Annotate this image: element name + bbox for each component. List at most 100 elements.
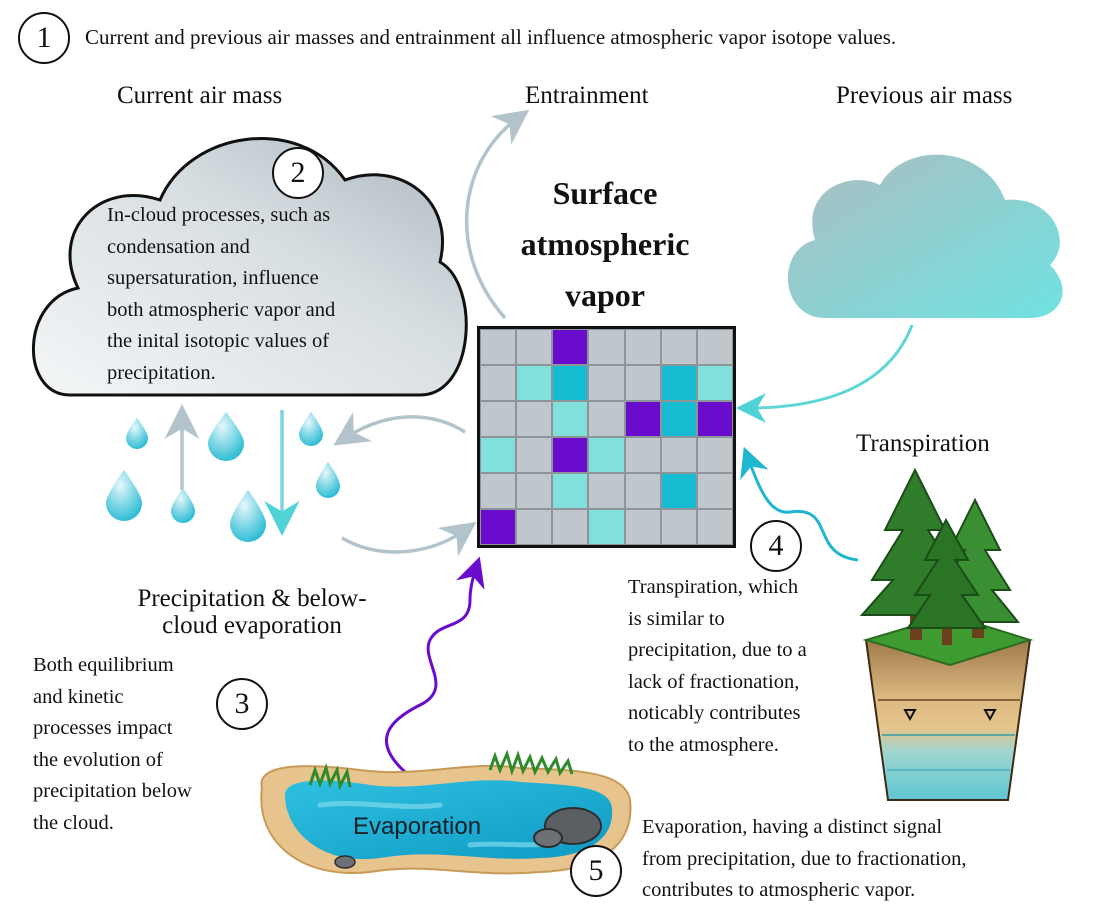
step-4-line: is similar to	[628, 607, 725, 630]
previous-air-mass-arrow	[736, 324, 914, 423]
step-5-badge: 5	[570, 845, 622, 897]
vapor-grid-cell	[480, 509, 517, 545]
step-3-line: the cloud.	[33, 811, 114, 834]
raindrop	[208, 412, 244, 461]
step-3-line: the evolution of	[33, 748, 163, 771]
step-2-badge: 2	[272, 147, 324, 199]
vapor-grid-cell	[552, 509, 589, 545]
vapor-grid-cell	[588, 437, 625, 473]
step-4-line: noticably contributes	[628, 702, 801, 724]
vapor-grid-cell	[516, 509, 553, 545]
vapor-grid-cell	[588, 329, 625, 365]
vapor-grid-cell	[624, 401, 661, 437]
raindrop	[316, 462, 340, 498]
step-2-line: both atmospheric vapor and	[107, 298, 336, 321]
raindrop	[171, 488, 195, 523]
step-5-line: contributes to atmospheric vapor.	[642, 879, 916, 901]
trees-soil-illustration	[859, 467, 1034, 801]
step-4-line: to the atmosphere.	[628, 733, 779, 756]
raindrop	[230, 490, 266, 542]
transpiration-label: Transpiration	[856, 430, 990, 457]
surface-atmospheric-vapor-title: Surface atmospheric vapor	[475, 168, 735, 321]
vapor-grid-cell	[660, 365, 697, 401]
vapor-grid-cell	[588, 365, 625, 401]
vapor-grid-cell	[588, 401, 625, 437]
step-3-badge: 3	[216, 678, 268, 730]
current-cloud-shape	[31, 137, 468, 397]
step-1-text: Current and previous air masses and entr…	[85, 25, 897, 49]
step-2-text: In-cloud processes, such as condensation…	[107, 200, 335, 389]
vapor-grid-cell	[624, 365, 661, 401]
vapor-grid-cell	[624, 329, 661, 365]
step-5-line: Evaporation, having a distinct signal	[642, 816, 943, 838]
vapor-grid-cell	[552, 365, 589, 401]
vapor-grid-cell	[660, 329, 697, 365]
precipitation-label-line-2: cloud evaporation	[162, 612, 342, 639]
step-2-line: In-cloud processes, such as	[107, 204, 331, 226]
vapor-grid-cell	[480, 329, 517, 365]
evaporation-arrow	[384, 556, 485, 774]
vapor-grid-cell	[588, 473, 625, 509]
step-2-line: the inital isotopic values of	[107, 330, 330, 352]
pond-illustration	[260, 749, 632, 875]
vapor-grid-cell	[624, 437, 661, 473]
step-3-line: and kinetic	[33, 685, 124, 708]
step-4-line: Transpiration, which	[628, 576, 799, 598]
vapor-grid-cell	[480, 401, 517, 437]
vapor-grid-cell	[660, 509, 697, 545]
transpiration-arrow	[740, 446, 859, 562]
vapor-grid-cell	[552, 473, 589, 509]
step-3-line: Both equilibrium	[33, 654, 174, 676]
vapor-grid-cell	[480, 473, 517, 509]
vapor-grid-cell	[480, 365, 517, 401]
vapor-grid-cell	[624, 473, 661, 509]
vapor-grid-cell	[516, 365, 553, 401]
vapor-to-precipitation-arrow	[333, 411, 466, 446]
vapor-grid-cell	[660, 437, 697, 473]
title-line-1: Surface	[552, 175, 658, 211]
step-3-text: Both equilibrium and kinetic processes i…	[33, 650, 192, 839]
raindrops	[106, 412, 340, 542]
vapor-grid-cell	[552, 437, 589, 473]
step-2-line: condensation and	[107, 235, 250, 258]
raindrop	[126, 418, 148, 449]
vapor-grid-cell	[588, 509, 625, 545]
step-4-line: precipitation, due to a	[628, 639, 807, 661]
current-air-mass-label: Current air mass	[117, 82, 283, 109]
step-3-line: processes impact	[33, 717, 173, 739]
step-5-line: from precipitation, due to fractionation…	[642, 847, 967, 870]
step-4-badge: 4	[750, 520, 802, 572]
precipitation-label: Precipitation & below- cloud evaporation	[112, 585, 392, 640]
evaporation-label: Evaporation	[353, 813, 482, 840]
vapor-grid-cell	[516, 437, 553, 473]
previous-air-mass-label: Previous air mass	[836, 82, 1013, 109]
vapor-grid-cell	[552, 329, 589, 365]
vapor-grid-cell	[696, 401, 733, 437]
step-3-line: precipitation below	[33, 780, 192, 802]
step-2-line: supersaturation, influence	[107, 267, 319, 289]
step-4-text: Transpiration, which is similar to preci…	[628, 572, 807, 761]
step-1-badge: 1	[18, 12, 70, 64]
entrainment-arrow	[464, 109, 530, 320]
previous-cloud-shape	[787, 154, 1063, 318]
vapor-grid-cell	[696, 329, 733, 365]
vapor-grid-cell	[696, 365, 733, 401]
precipitation-label-line-1: Precipitation & below-	[137, 585, 367, 612]
vapor-grid-cell	[696, 437, 733, 473]
raindrop	[299, 412, 323, 446]
precipitation-to-vapor-arrow	[341, 521, 477, 557]
raindrop	[106, 470, 142, 521]
entrainment-label: Entrainment	[525, 82, 649, 109]
vapor-grid-cell	[660, 473, 697, 509]
vapor-grid-cell	[516, 401, 553, 437]
title-line-2: atmospheric	[520, 226, 690, 262]
vapor-grid-cell	[624, 509, 661, 545]
title-line-3: vapor	[565, 277, 645, 313]
step-4-line: lack of fractionation,	[628, 670, 800, 693]
vapor-grid-cell	[660, 401, 697, 437]
vapor-grid-cell	[552, 401, 589, 437]
vapor-grid-cell	[516, 329, 553, 365]
vapor-grid-cell	[480, 437, 517, 473]
vapor-grid	[477, 326, 736, 548]
